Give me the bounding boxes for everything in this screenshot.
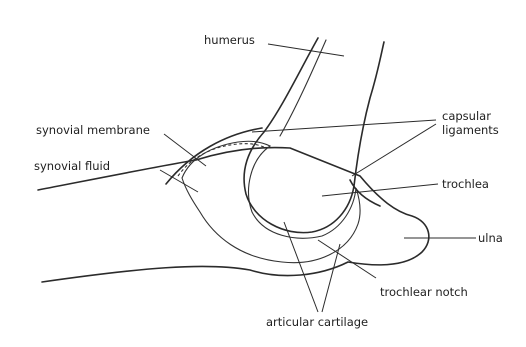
leader-synovial-fluid [160,170,198,192]
leader-capsular-right [352,124,436,176]
leader-capsular-left [252,120,436,132]
capsular-ligament-left [166,128,262,184]
label-humerus: humerus [204,33,255,47]
label-synovial-membrane: synovial membrane [36,123,150,137]
label-trochlear-notch: trochlear notch [380,285,468,299]
label-capsular: capsular [442,109,491,123]
leader-articular-cartilage-1 [284,222,318,312]
humerus-inner-edge [280,40,326,136]
label-synovial-fluid: synovial fluid [34,159,110,173]
label-trochlea: trochlea [442,177,489,191]
label-articular-cartilage: articular cartilage [266,315,368,329]
label-ulna: ulna [478,231,503,245]
leader-trochlea [322,184,438,196]
leader-humerus [268,44,344,56]
leader-trochlear-notch [318,240,376,278]
label-ligaments: ligaments [442,123,499,137]
articular-cartilage-region [182,141,360,262]
